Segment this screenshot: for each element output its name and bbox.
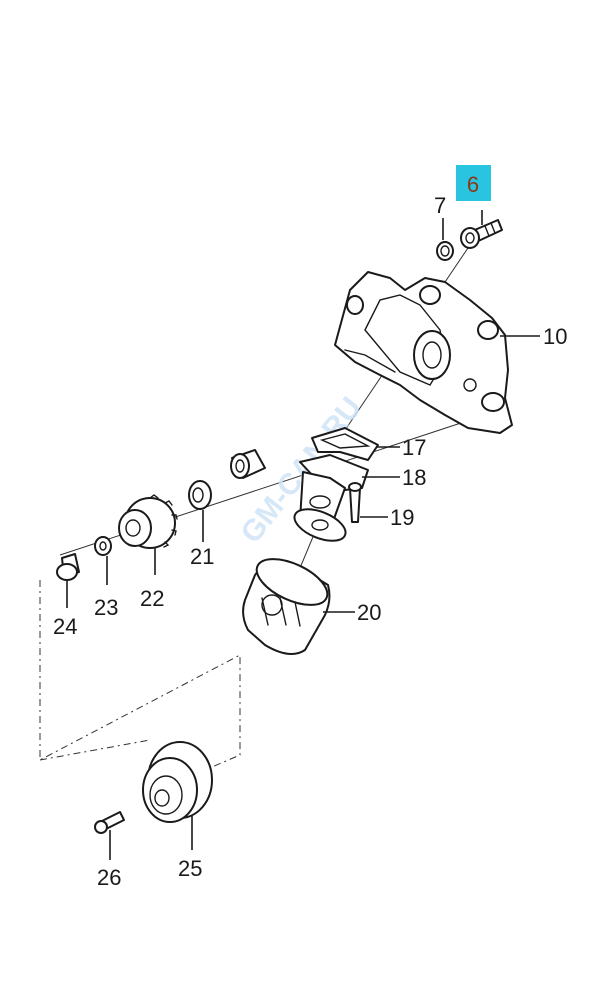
part-20-oil-filter: 20 bbox=[242, 508, 381, 655]
part-26-bolt: 26 bbox=[94, 811, 125, 890]
part-10-oil-pump-housing: 10 bbox=[334, 271, 567, 434]
callout-26: 26 bbox=[97, 865, 121, 890]
callout-10: 10 bbox=[543, 324, 567, 349]
callout-22: 22 bbox=[140, 586, 164, 611]
callout-20: 20 bbox=[357, 600, 381, 625]
part-6-bolt bbox=[460, 210, 503, 249]
part-bushing bbox=[230, 449, 266, 479]
callout-6: 6 bbox=[467, 172, 479, 197]
dash-dot-frame bbox=[39, 580, 241, 771]
callout-25: 25 bbox=[178, 856, 202, 881]
part-25-pulley: 25 bbox=[142, 741, 213, 881]
callout-19: 19 bbox=[390, 505, 414, 530]
part-17-gasket: 17 bbox=[311, 427, 426, 461]
callout-7: 7 bbox=[434, 193, 446, 218]
highlight-box bbox=[456, 165, 491, 201]
part-19-screw: 19 bbox=[348, 482, 414, 530]
part-23-washer: 23 bbox=[94, 536, 118, 620]
callout-17: 17 bbox=[402, 435, 426, 460]
callout-23: 23 bbox=[94, 595, 118, 620]
callout-18: 18 bbox=[402, 465, 426, 490]
part-21-seal: 21 bbox=[188, 480, 214, 569]
part-24-plug: 24 bbox=[53, 553, 80, 639]
part-7-sealing-ring: 7 bbox=[434, 193, 454, 261]
callout-24: 24 bbox=[53, 614, 77, 639]
part-22-sprocket: 22 bbox=[118, 494, 178, 611]
callout-21: 21 bbox=[190, 544, 214, 569]
